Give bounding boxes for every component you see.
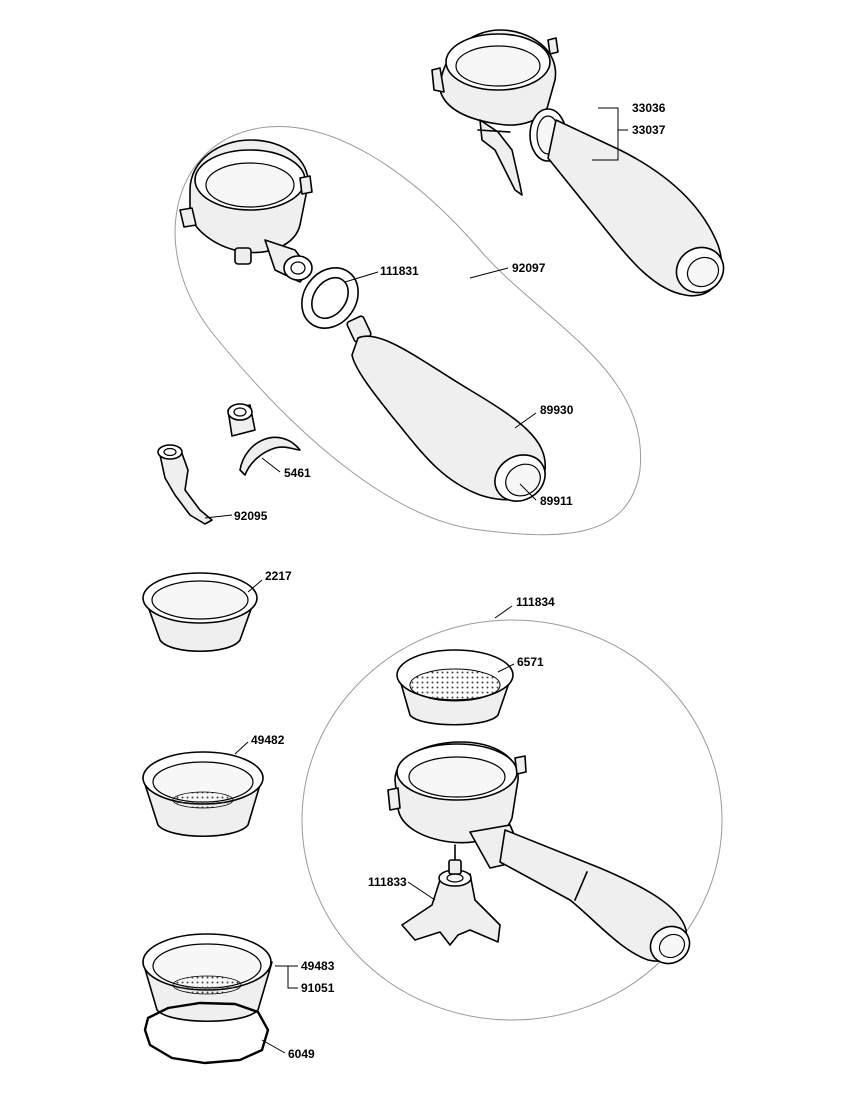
label-92097: 92097 xyxy=(512,261,546,275)
label-89930: 89930 xyxy=(540,403,574,417)
gasket-6049 xyxy=(143,1001,270,1065)
kit-111834-outline xyxy=(301,619,723,1021)
portafilter-111834 xyxy=(387,741,691,965)
label-111834: 111834 xyxy=(516,595,555,609)
label-89911: 89911 xyxy=(540,494,573,508)
spout-111833 xyxy=(401,859,501,946)
label-33037: 33037 xyxy=(632,123,666,137)
basket-6571 xyxy=(396,649,514,726)
handle-89930 xyxy=(346,315,546,502)
spout-92095 xyxy=(157,444,213,525)
label-33036: 33036 xyxy=(632,101,666,115)
label-92095: 92095 xyxy=(234,509,268,523)
label-6049: 6049 xyxy=(288,1047,315,1061)
label-6571: 6571 xyxy=(517,655,544,669)
basket-49482 xyxy=(142,751,264,837)
spout-5461 xyxy=(227,403,301,476)
part-labels: 33036 33037 111831 92097 89930 5461 8991… xyxy=(234,101,666,1061)
label-5461: 5461 xyxy=(284,466,311,480)
ring-111831 xyxy=(301,267,359,329)
portafilter-body-92097 xyxy=(179,139,313,283)
label-49482: 49482 xyxy=(251,733,285,747)
portafilter-assembly-top xyxy=(431,29,725,297)
label-91051: 91051 xyxy=(301,981,335,995)
label-2217: 2217 xyxy=(265,569,292,583)
label-111833: 111833 xyxy=(368,875,407,889)
label-111831: 111831 xyxy=(380,264,419,278)
basket-2217 xyxy=(142,572,258,653)
kit-92097-outline xyxy=(174,126,642,536)
basket-49483 xyxy=(142,933,273,1022)
label-49483: 49483 xyxy=(301,959,335,973)
leader-lines xyxy=(204,107,628,1054)
